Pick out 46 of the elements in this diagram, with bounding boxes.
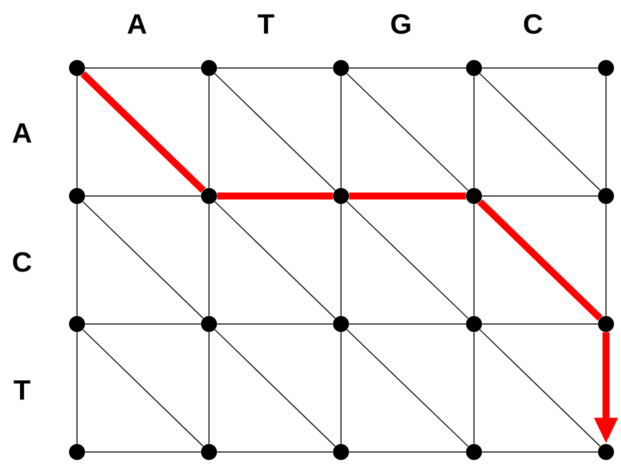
grid-dot xyxy=(598,316,614,332)
grid-line xyxy=(340,332,342,444)
grid-line xyxy=(82,329,204,447)
grid-line xyxy=(208,76,210,188)
grid-dot xyxy=(333,316,349,332)
grid-dot xyxy=(598,60,614,76)
grid-dot xyxy=(69,316,85,332)
grid-line xyxy=(208,332,210,444)
grid-line xyxy=(346,73,469,191)
grid-dot xyxy=(466,60,482,76)
grid-line xyxy=(208,204,210,316)
grid-dot xyxy=(466,188,482,204)
grid-dot xyxy=(333,444,349,460)
grid-dot xyxy=(333,60,349,76)
grid-line xyxy=(76,332,78,444)
grid-dot xyxy=(466,444,482,460)
grid-line xyxy=(340,76,342,188)
grid-line xyxy=(340,204,342,316)
sequence-letter: T xyxy=(258,14,274,34)
grid-line xyxy=(479,329,601,447)
grid-dot xyxy=(201,60,217,76)
grid-dot xyxy=(201,316,217,332)
grid-dot xyxy=(598,444,614,460)
grid-line xyxy=(82,201,204,319)
grid-line xyxy=(346,329,469,447)
grid-line xyxy=(214,73,336,191)
grid-line xyxy=(479,73,601,191)
grid-dot xyxy=(466,316,482,332)
grid-dot xyxy=(333,188,349,204)
grid-dot xyxy=(598,188,614,204)
sequence-letter: G xyxy=(391,14,410,34)
grid-line xyxy=(346,201,469,319)
grid-dot xyxy=(69,60,85,76)
grid-dot xyxy=(201,444,217,460)
grid-dot xyxy=(69,188,85,204)
grid-dot xyxy=(201,188,217,204)
grid-line xyxy=(214,329,336,447)
grid-line xyxy=(214,201,336,319)
grid-line xyxy=(76,204,78,316)
grid-line xyxy=(76,76,78,188)
sequence-letter: A xyxy=(128,14,146,34)
sequence-letter: C xyxy=(13,252,32,272)
grid-dot xyxy=(69,444,85,460)
sequence-letter: T xyxy=(14,380,30,400)
sequence-letter: A xyxy=(12,123,32,143)
sequence-letter: C xyxy=(524,14,542,34)
